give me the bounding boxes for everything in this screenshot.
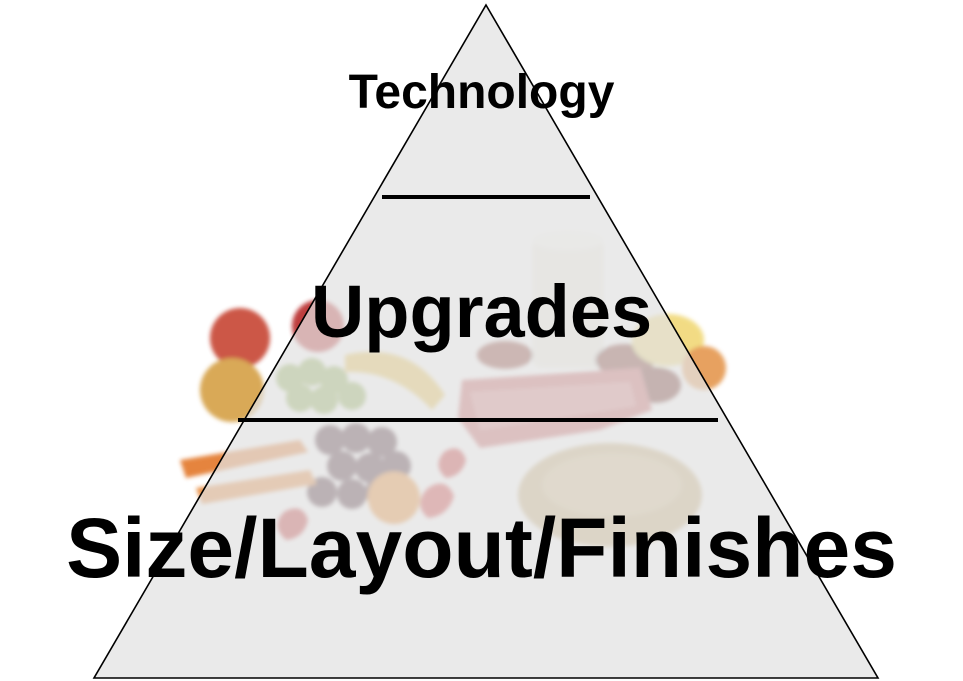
pyramid-outline (92, 3, 880, 679)
pyramid-shape (94, 5, 878, 678)
tier-label-size-layout-finishes: Size/Layout/Finishes (66, 501, 897, 595)
tier-label-technology: Technology (348, 66, 615, 119)
tier-label-upgrades: Upgrades (310, 270, 653, 353)
